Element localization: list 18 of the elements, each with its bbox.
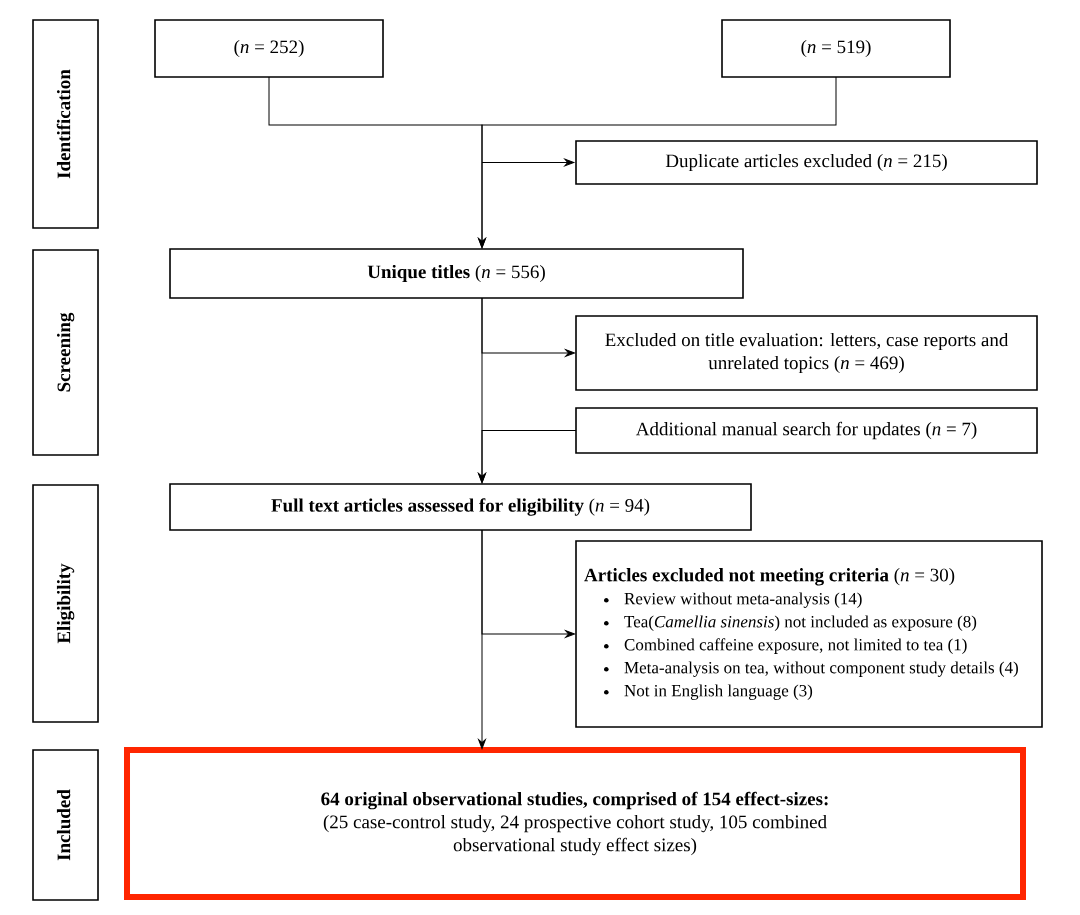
exclusion-list-box: Articles excluded not meeting criteria (n = 30) Review without meta-analysis (14) Tea(Camellia sinensis) not included as exposure (8) Combined caffeine exposure, not limited to tea (1) Meta-analysis on tea, without component study details (4) Not in English language (3)	[575, 540, 1043, 728]
stage-label-box: Included	[32, 749, 99, 901]
process-box: Additional manual search for updates (n = 7)	[575, 407, 1038, 454]
stage-label-box: Identification	[32, 19, 99, 229]
process-box: Unique titles (n = 556)	[169, 248, 744, 299]
stage-label-box: Eligibility	[32, 484, 99, 723]
process-box: (n = 252)	[154, 19, 384, 78]
arrow	[478, 76, 837, 249]
included-box: 64 original observational studies, comprised of 154 effect-sizes: (25 case-control study, 24 prospective cohort study, 105 combined observational study effect sizes)	[124, 747, 1026, 900]
arrow	[478, 430, 577, 484]
process-box: Duplicate articles excluded (n = 215)	[575, 140, 1038, 185]
stage-label-box: Screening	[32, 249, 99, 456]
process-box: Excluded on title evaluation: letters, case reports and unrelated topics (n = 469)	[575, 315, 1038, 391]
process-box: Full text articles assessed for eligibility (n = 94)	[169, 483, 752, 531]
arrow	[481, 297, 576, 357]
arrow	[481, 158, 575, 167]
arrow	[478, 529, 486, 750]
process-box: (n = 519)	[721, 19, 951, 78]
